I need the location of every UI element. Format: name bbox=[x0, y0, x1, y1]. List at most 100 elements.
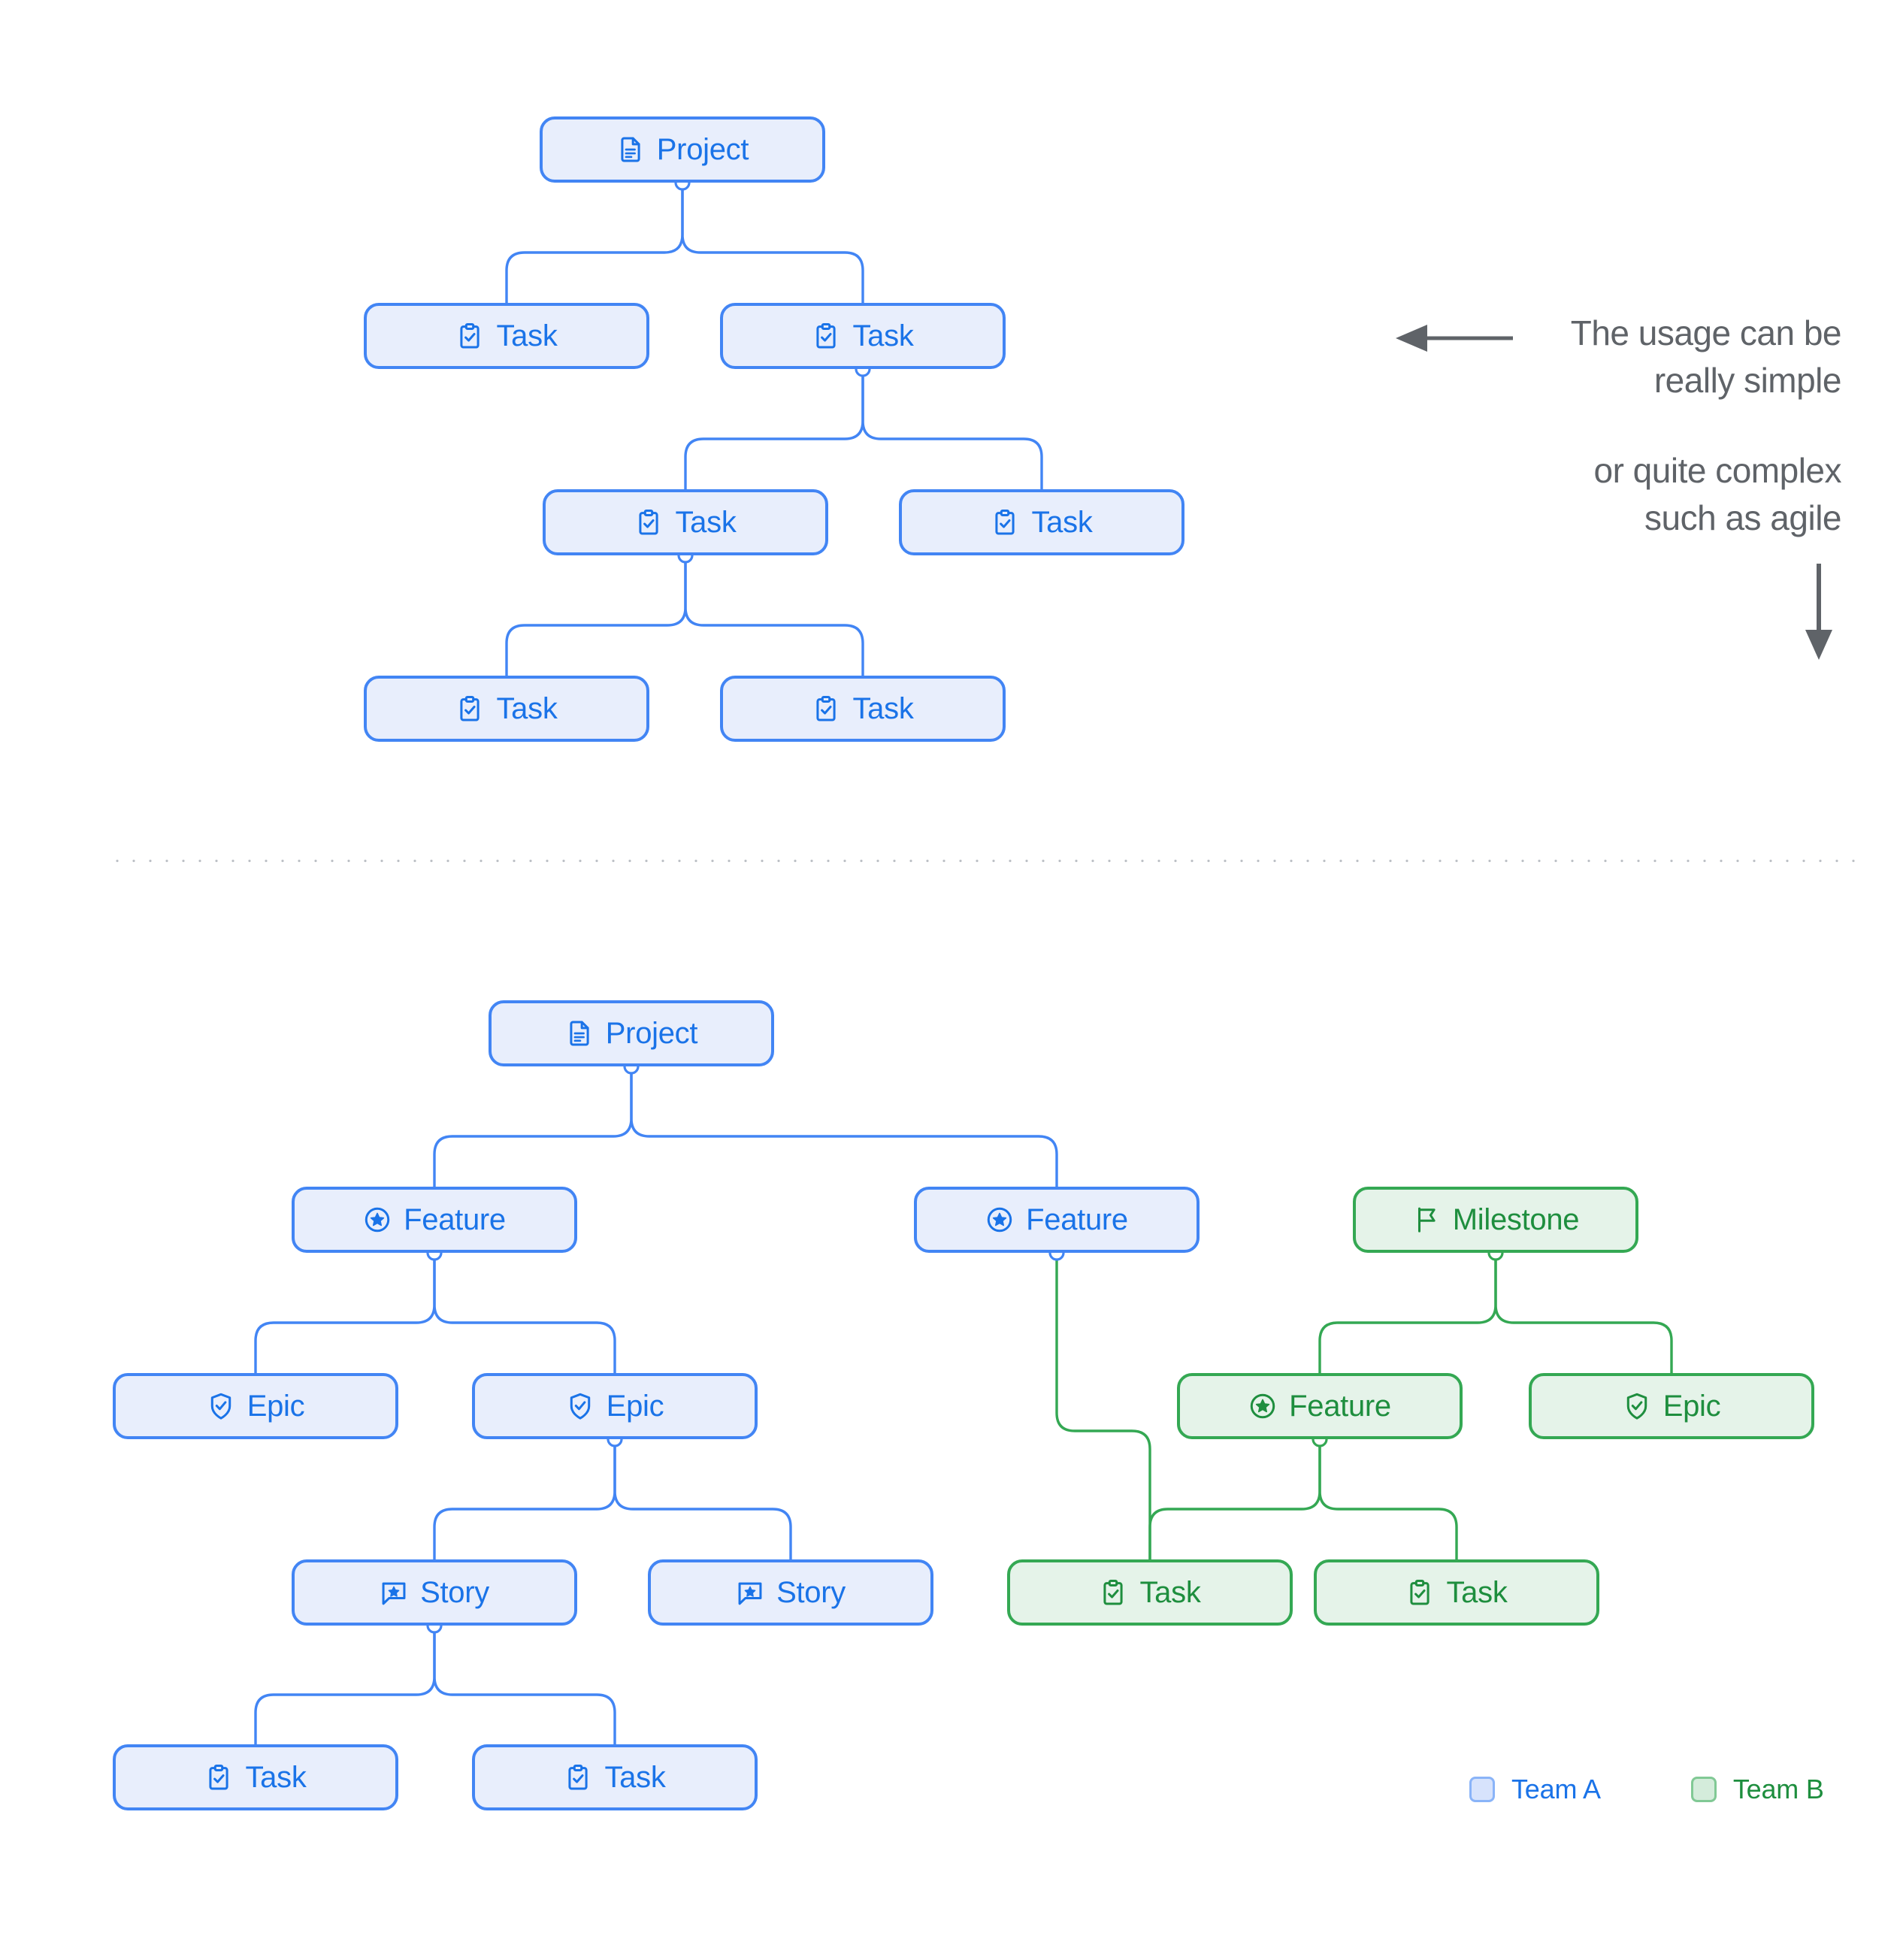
node-story[interactable]: Story bbox=[292, 1559, 577, 1626]
story-bubble-icon bbox=[736, 1578, 764, 1607]
legend: Team A Team B bbox=[1469, 1774, 1824, 1805]
node-task[interactable]: Task bbox=[720, 303, 1006, 369]
node-label: Task bbox=[245, 1761, 307, 1794]
connector-a-story-1-to-a-task-b2 bbox=[433, 1624, 616, 1746]
node-label: Task bbox=[1031, 506, 1093, 539]
node-feature[interactable]: Feature bbox=[292, 1187, 577, 1253]
node-label: Task bbox=[1446, 1576, 1508, 1609]
node-label: Task bbox=[496, 319, 558, 352]
node-label: Milestone bbox=[1452, 1203, 1580, 1236]
node-label: Feature bbox=[404, 1203, 506, 1236]
node-task[interactable]: Task bbox=[720, 676, 1006, 742]
connector-s-project-to-s-task-2 bbox=[681, 181, 864, 304]
node-label: Task bbox=[675, 506, 737, 539]
connector-a-epic-2-to-a-story-2 bbox=[613, 1438, 792, 1561]
document-icon bbox=[565, 1019, 594, 1048]
node-story[interactable]: Story bbox=[648, 1559, 933, 1626]
epic-shield-icon bbox=[207, 1392, 235, 1420]
connector-a-feature-3-to-a-task-g2 bbox=[1318, 1438, 1458, 1561]
node-task[interactable]: Task bbox=[1007, 1559, 1293, 1626]
section-divider bbox=[109, 859, 1860, 863]
node-task[interactable]: Task bbox=[1314, 1559, 1599, 1626]
annotation-line-4: such as agile bbox=[1644, 498, 1842, 538]
connector-s-task-3-to-s-task-5 bbox=[505, 554, 687, 677]
annotation-line-1: The usage can be bbox=[1570, 313, 1842, 352]
connector-a-epic-2-to-a-story-1 bbox=[433, 1438, 616, 1561]
task-clipboard-icon bbox=[564, 1763, 592, 1792]
connector-a-feature-1-to-a-epic-2 bbox=[433, 1251, 616, 1375]
node-feature[interactable]: Feature bbox=[914, 1187, 1200, 1253]
task-clipboard-icon bbox=[991, 508, 1019, 537]
connector-a-milestone-to-a-feature-3 bbox=[1318, 1251, 1497, 1375]
connector-s-task-3-to-s-task-6 bbox=[684, 554, 864, 677]
node-epic[interactable]: Epic bbox=[1529, 1373, 1814, 1439]
node-epic[interactable]: Epic bbox=[113, 1373, 398, 1439]
connector-a-feature-1-to-a-epic-1 bbox=[254, 1251, 436, 1375]
connector-a-feature-2-to-a-task-g1 bbox=[1055, 1251, 1151, 1561]
task-clipboard-icon bbox=[455, 694, 484, 723]
epic-shield-icon bbox=[566, 1392, 594, 1420]
connector-a-story-1-to-a-task-b1 bbox=[254, 1624, 436, 1746]
node-label: Story bbox=[776, 1576, 846, 1609]
node-label: Task bbox=[1139, 1576, 1201, 1609]
node-feature[interactable]: Feature bbox=[1177, 1373, 1463, 1439]
annotation-line-2: really simple bbox=[1653, 361, 1842, 401]
connector-s-task-2-to-s-task-3 bbox=[684, 368, 864, 491]
node-task[interactable]: Task bbox=[472, 1744, 758, 1810]
node-label: Feature bbox=[1026, 1203, 1128, 1236]
task-clipboard-icon bbox=[1099, 1578, 1127, 1607]
connector-a-project-to-a-feature-2 bbox=[630, 1065, 1058, 1188]
node-task[interactable]: Task bbox=[364, 303, 649, 369]
node-label: Epic bbox=[247, 1390, 305, 1423]
node-label: Task bbox=[852, 319, 914, 352]
connector-a-milestone-to-a-epic-3 bbox=[1494, 1251, 1673, 1375]
connector-a-project-to-a-feature-1 bbox=[433, 1065, 633, 1188]
annotation-text-block: The usage can be really simple bbox=[1420, 310, 1842, 405]
node-task[interactable]: Task bbox=[899, 489, 1184, 555]
story-bubble-icon bbox=[380, 1578, 408, 1607]
node-label: Feature bbox=[1289, 1390, 1391, 1423]
connector-s-project-to-s-task-1 bbox=[505, 181, 684, 304]
task-clipboard-icon bbox=[634, 508, 663, 537]
legend-label-team-b: Team B bbox=[1732, 1774, 1824, 1804]
node-label: Epic bbox=[606, 1390, 664, 1423]
node-task[interactable]: Task bbox=[543, 489, 828, 555]
document-icon bbox=[616, 135, 645, 164]
legend-swatch-team-a bbox=[1469, 1777, 1495, 1802]
task-clipboard-icon bbox=[204, 1763, 233, 1792]
legend-swatch-team-b bbox=[1690, 1777, 1717, 1802]
legend-item-team-b: Team B bbox=[1690, 1774, 1824, 1805]
legend-item-team-a: Team A bbox=[1469, 1774, 1601, 1805]
node-label: Task bbox=[604, 1761, 666, 1794]
feature-star-icon bbox=[363, 1205, 392, 1234]
node-label: Epic bbox=[1662, 1390, 1721, 1423]
node-milestone[interactable]: Milestone bbox=[1353, 1187, 1638, 1253]
node-task[interactable]: Task bbox=[364, 676, 649, 742]
node-label: Project bbox=[656, 133, 749, 166]
edges-simple-diagram bbox=[505, 181, 1043, 677]
node-label: Task bbox=[852, 692, 914, 725]
task-clipboard-icon bbox=[812, 694, 840, 723]
node-project[interactable]: Project bbox=[540, 116, 825, 183]
task-clipboard-icon bbox=[1405, 1578, 1434, 1607]
task-clipboard-icon bbox=[455, 322, 484, 350]
arrow-down-icon bbox=[1805, 564, 1832, 660]
node-label: Project bbox=[605, 1017, 698, 1050]
connector-a-feature-3-to-a-task-g1 bbox=[1148, 1438, 1321, 1561]
milestone-flag-icon bbox=[1412, 1205, 1441, 1234]
legend-label-team-a: Team A bbox=[1511, 1774, 1601, 1804]
task-clipboard-icon bbox=[812, 322, 840, 350]
node-label: Story bbox=[420, 1576, 489, 1609]
node-project[interactable]: Project bbox=[489, 1000, 774, 1066]
feature-star-icon bbox=[1248, 1392, 1277, 1420]
connector-s-task-2-to-s-task-4 bbox=[861, 368, 1043, 491]
epic-shield-icon bbox=[1623, 1392, 1651, 1420]
feature-star-icon bbox=[985, 1205, 1014, 1234]
node-task[interactable]: Task bbox=[113, 1744, 398, 1810]
annotation-line-3: or quite complex bbox=[1593, 451, 1842, 490]
node-epic[interactable]: Epic bbox=[472, 1373, 758, 1439]
annotation-text-block-2: or quite complex such as agile bbox=[1420, 447, 1842, 543]
arrow-left-icon bbox=[1396, 325, 1513, 352]
